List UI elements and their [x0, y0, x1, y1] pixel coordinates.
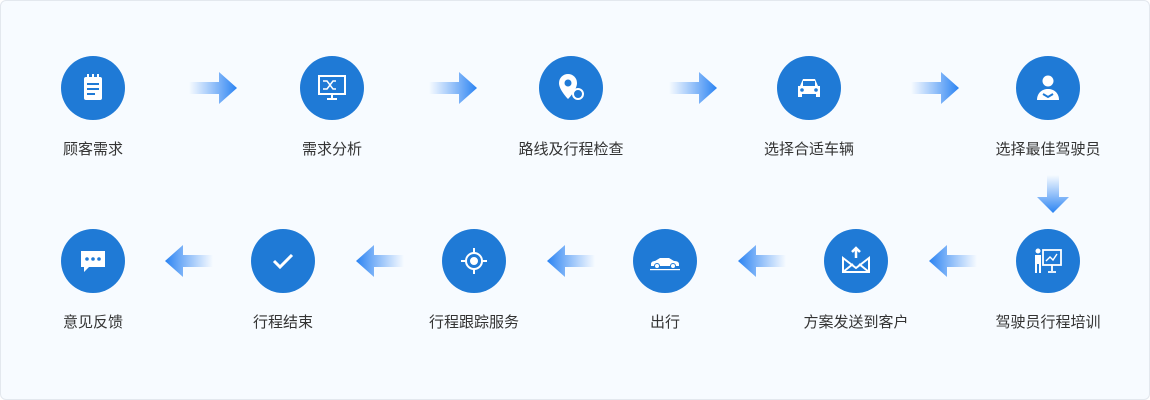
map-pin-icon [539, 56, 603, 120]
step-driver-training: 驾驶员行程培训 [968, 229, 1128, 332]
arrow-left-icon [547, 245, 595, 277]
car-side-icon [633, 229, 697, 293]
step-trip-tracking: 行程跟踪服务 [394, 229, 554, 332]
arrow-right-icon [429, 72, 477, 104]
step-label: 出行 [649, 313, 680, 331]
arrow-left-icon [738, 245, 786, 277]
step-select-vehicle: 选择合适车辆 [729, 56, 889, 159]
step-label: 顾客需求 [62, 140, 123, 158]
step-demand-analysis: 需求分析 [252, 56, 412, 159]
step-customer-demand: 顾客需求 [13, 56, 173, 159]
arrow-right-icon [911, 72, 959, 104]
step-label: 行程跟踪服务 [428, 313, 519, 331]
monitor-analysis-icon [300, 56, 364, 120]
arrow-left-icon [165, 245, 213, 277]
arrow-right-icon [669, 72, 717, 104]
arrow-left-icon [929, 245, 977, 277]
step-depart: 出行 [585, 229, 745, 332]
step-label: 行程结束 [252, 313, 313, 331]
step-send-plan: 方案发送到客户 [776, 229, 936, 332]
driver-icon [1016, 56, 1080, 120]
arrow-left-icon [356, 245, 404, 277]
training-presentation-icon [1016, 229, 1080, 293]
step-label: 选择最佳驾驶员 [995, 140, 1101, 158]
mail-send-icon [824, 229, 888, 293]
step-route-check: 路线及行程检查 [491, 56, 651, 159]
target-tracking-icon [442, 229, 506, 293]
step-feedback: 意见反馈 [13, 229, 173, 332]
step-select-driver: 选择最佳驾驶员 [968, 56, 1128, 159]
step-label: 方案发送到客户 [803, 313, 909, 331]
step-label: 意见反馈 [62, 313, 123, 331]
step-trip-end: 行程结束 [203, 229, 363, 332]
checkmark-icon [251, 229, 315, 293]
step-label: 需求分析 [301, 140, 362, 158]
step-label: 路线及行程检查 [518, 140, 624, 158]
step-label: 选择合适车辆 [763, 140, 854, 158]
car-front-icon [777, 56, 841, 120]
step-label: 驾驶员行程培训 [995, 313, 1101, 331]
notepad-icon [61, 56, 125, 120]
arrow-down-icon [1037, 175, 1069, 213]
chat-bubble-icon [61, 229, 125, 293]
arrow-right-icon [189, 72, 237, 104]
